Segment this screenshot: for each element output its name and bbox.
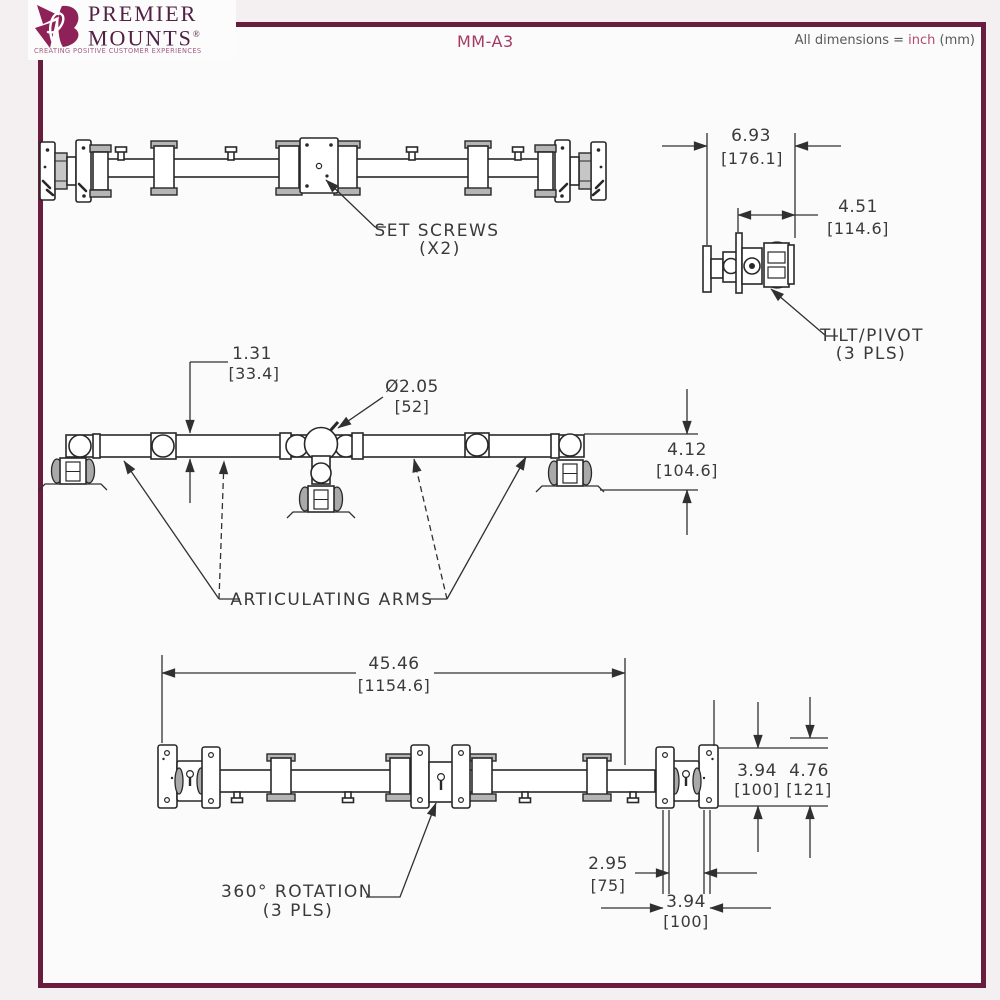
model-number: MM-A3 [457, 32, 514, 51]
articulating-arms-callout: ARTICULATING ARMS [123, 456, 527, 610]
units-note-suffix: (mm) [935, 33, 975, 48]
center-rotation-mount [410, 744, 471, 809]
dim-bar-thickness: 1.31 [33.4] [185, 344, 279, 503]
dim-693-in: 6.93 [731, 126, 771, 146]
rotation-label: 360° ROTATION [221, 882, 373, 902]
front-view-drawing: SET SCREWS (X2) [38, 137, 608, 259]
dim-131-mm: [33.4] [228, 364, 279, 383]
side-profile [702, 232, 795, 294]
dim-693-mm: [176.1] [721, 149, 783, 168]
tilt-pivot-qty: (3 PLS) [836, 344, 907, 364]
dim-hub-diameter: Ø2.05 [52] [337, 377, 439, 429]
dim-394v-in: 3.94 [737, 761, 777, 781]
tilt-pivot-label: TILT/PIVOT [819, 326, 924, 346]
dim-plate-widths: 2.95 [75] 3.94 [100] [588, 810, 771, 931]
bottom-view-drawing: 45.46 [1154.6] 3.94 [100] 4.76 [121] 2.9… [156, 654, 832, 931]
set-screws-label: SET SCREWS [374, 221, 499, 241]
premier-mounts-logo-icon [35, 5, 79, 48]
set-screws-callout: SET SCREWS (X2) [325, 179, 499, 259]
dim-4546-in: 45.46 [368, 654, 419, 674]
rotation-qty: (3 PLS) [263, 901, 334, 921]
dim-arm-height: 4.12 [104.6] [584, 389, 718, 535]
dim-overall-width: 45.46 [1154.6] [161, 654, 715, 765]
top-view-drawing: 1.31 [33.4] Ø2.05 [52] 4.12 [104.6] ARTI… [38, 344, 718, 610]
brand-name-top: PREMIER [88, 1, 200, 26]
dim-side-width: 6.93 [176.1] [662, 126, 841, 245]
dim-394v-mm: [100] [734, 780, 780, 799]
units-note: All dimensions = inch (mm) [795, 33, 975, 48]
dim-476-mm: [121] [786, 780, 832, 799]
side-view-drawing: 6.93 [176.1] 4.51 [114.6] TILT/PIVOT (3 … [662, 126, 924, 364]
dim-412-in: 4.12 [667, 440, 707, 460]
dim-131-in: 1.31 [232, 344, 272, 364]
set-screws-qty: (X2) [419, 239, 461, 259]
brand-name-bottom: MOUNTS® [88, 24, 200, 51]
dim-205-in: Ø2.05 [385, 377, 439, 397]
dim-4546-mm: [1154.6] [358, 676, 430, 695]
dim-side-depth: 4.51 [114.6] [737, 197, 889, 238]
sheet-border-frame [38, 22, 986, 988]
dim-451-mm: [114.6] [827, 219, 889, 238]
articulating-arms-label: ARTICULATING ARMS [230, 590, 433, 610]
brand-mounts: MOUNTS [88, 25, 193, 51]
dim-295-mm: [75] [591, 876, 626, 895]
registered-mark: ® [192, 29, 200, 39]
brand-logo: PREMIER MOUNTS® CREATING POSITIVE CUSTOM… [28, 0, 236, 60]
units-note-unit: inch [908, 33, 936, 48]
dim-205-mm: [52] [395, 397, 430, 416]
dim-plate-heights: 3.94 [100] 4.76 [121] [718, 697, 832, 858]
rotation-callout: 360° ROTATION (3 PLS) [221, 802, 437, 921]
center-wall-plate [299, 137, 339, 194]
dim-394w-in: 3.94 [666, 892, 706, 912]
dim-412-mm: [104.6] [656, 461, 718, 480]
tilt-pivot-callout: TILT/PIVOT (3 PLS) [770, 288, 924, 364]
units-note-prefix: All dimensions = [794, 33, 909, 48]
dim-451-in: 4.51 [838, 197, 878, 217]
center-hub [286, 421, 356, 519]
brand-premier: PREMIER [88, 1, 198, 26]
dim-394w-mm: [100] [663, 912, 709, 931]
dim-295-in: 2.95 [588, 854, 628, 874]
brand-tagline: CREATING POSITIVE CUSTOMER EXPERIENCES [34, 47, 202, 55]
dim-476-in: 4.76 [789, 761, 829, 781]
